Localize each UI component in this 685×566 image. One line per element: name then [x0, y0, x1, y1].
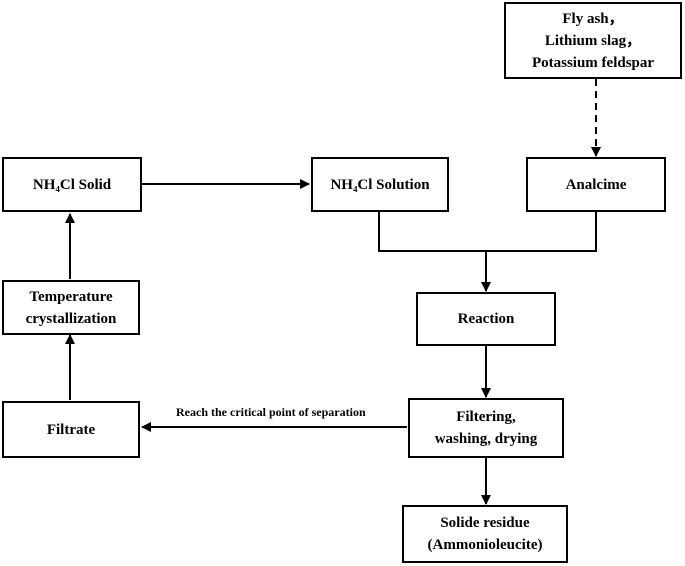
node-reaction-label: Reaction	[457, 311, 515, 327]
node-solid-residue: Solide residue (Ammonioleucite)	[402, 505, 568, 563]
node-temperature-crystallization: Temperature crystallization	[2, 280, 140, 335]
node-filtrate: Filtrate	[2, 401, 140, 458]
node-analcime: Analcime	[526, 157, 666, 212]
node-residue-line-1: Solide residue	[440, 515, 530, 531]
raw-material-lithium-slag: Lithium slag，	[544, 32, 642, 49]
node-nh4cl-solid: NH₄Cl Solid	[2, 157, 142, 212]
node-filtrate-label: Filtrate	[46, 421, 96, 438]
node-filtering-line-1: Filtering,	[456, 409, 516, 425]
node-filtering-line-2: washing, drying	[434, 431, 538, 447]
connector-solution-analcime	[378, 212, 597, 252]
node-analcime-label: Analcime	[565, 176, 627, 193]
node-raw-materials: Fly ash， Lithium slag， Potassium feldspa…	[504, 2, 682, 79]
node-crystallization-line-1: Temperature	[29, 288, 113, 305]
node-residue-line-2: (Ammonioleucite)	[427, 537, 543, 553]
node-filtering: Filtering, washing, drying	[408, 398, 564, 458]
node-nh4cl-solution-label: NH₄Cl Solution	[330, 176, 430, 193]
node-reaction: Reaction	[416, 292, 556, 346]
node-nh4cl-solid-label: NH₄Cl Solid	[32, 176, 112, 193]
raw-material-potassium-feldspar: Potassium feldspar	[531, 54, 655, 71]
edge-label-critical-point: Reach the critical point of separation	[176, 405, 366, 419]
node-nh4cl-solution: NH₄Cl Solution	[311, 157, 449, 212]
raw-material-fly-ash: Fly ash，	[562, 10, 624, 27]
node-crystallization-line-2: crystallization	[25, 310, 117, 327]
